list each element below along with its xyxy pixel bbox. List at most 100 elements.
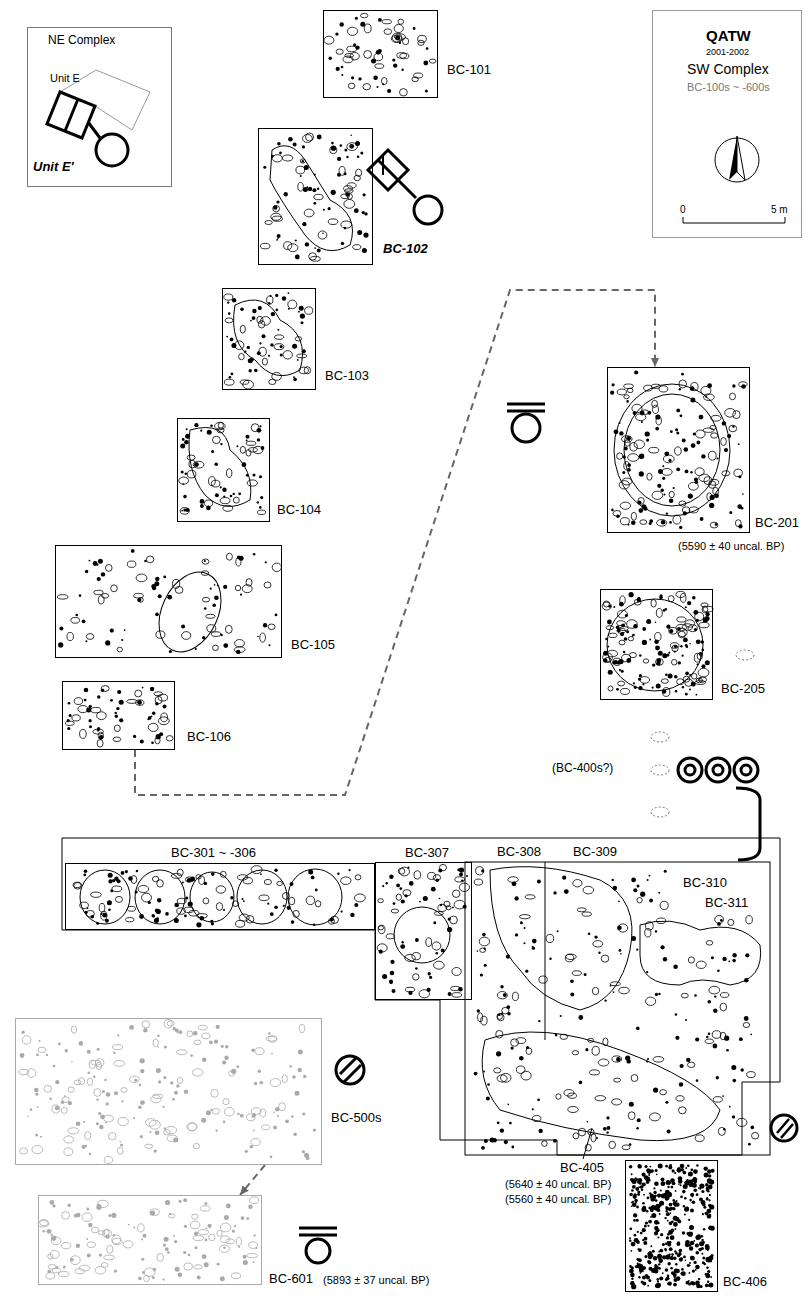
find-mark (649, 899, 653, 903)
stone-outline (426, 938, 432, 947)
find-mark (676, 467, 680, 471)
find-mark (241, 1216, 245, 1220)
find-mark (317, 248, 321, 252)
find-mark (227, 301, 229, 303)
find-mark (207, 430, 212, 435)
stone-outline (231, 1273, 240, 1279)
find-mark (700, 640, 704, 644)
find-mark (216, 1129, 218, 1131)
find-mark (678, 661, 681, 664)
find-mark (698, 1187, 700, 1189)
find-mark (277, 1115, 279, 1117)
stone-outline (87, 1242, 96, 1248)
find-mark (392, 58, 395, 61)
stone-outline (187, 1031, 193, 1037)
stone-outline (573, 1133, 579, 1139)
find-mark (669, 499, 674, 504)
find-mark (650, 1216, 652, 1218)
find-mark (223, 495, 225, 497)
stone-outline (628, 637, 633, 641)
find-mark (649, 522, 652, 525)
find-mark (93, 1076, 95, 1078)
find-mark (155, 1130, 160, 1135)
find-mark (664, 870, 667, 873)
find-mark (672, 1207, 675, 1210)
stone-outline (223, 505, 233, 511)
find-mark (680, 1257, 683, 1260)
stone-outline (592, 987, 598, 994)
stone-outline (57, 595, 68, 599)
find-mark (666, 1180, 671, 1185)
find-mark (695, 1265, 700, 1270)
find-mark (390, 971, 395, 976)
find-mark (230, 896, 233, 899)
find-mark (308, 870, 313, 875)
find-mark (452, 907, 454, 909)
find-mark (693, 1169, 698, 1174)
stone-outline (68, 1128, 79, 1134)
stone-outline (341, 877, 351, 885)
find-mark (684, 1214, 686, 1216)
stone-outline (207, 625, 216, 632)
find-mark (696, 1284, 700, 1288)
stone-outline (452, 968, 461, 976)
find-mark (652, 687, 654, 689)
stone-outline (224, 379, 234, 385)
find-mark (164, 1127, 166, 1129)
find-mark (98, 559, 103, 564)
find-mark (671, 1186, 674, 1189)
find-mark (655, 1199, 658, 1202)
find-mark (212, 603, 216, 607)
stone-outline (347, 27, 357, 35)
find-mark (685, 644, 688, 647)
find-mark (301, 321, 304, 324)
find-mark (654, 1194, 657, 1197)
find-mark (223, 1246, 226, 1249)
stone-outline (108, 1133, 116, 1140)
stone-outline (157, 1253, 164, 1261)
find-mark (238, 1246, 240, 1248)
pit-outline (288, 869, 342, 925)
stone-outline (67, 632, 73, 640)
find-mark (673, 1201, 677, 1205)
stone-outline (177, 898, 186, 903)
stone-outline (720, 993, 729, 998)
stone-outline (315, 901, 321, 907)
find-mark (244, 351, 246, 353)
find-mark (613, 606, 615, 608)
stone-outline (455, 877, 465, 882)
find-mark (701, 1253, 703, 1255)
stone-outline (94, 1089, 101, 1097)
find-mark (89, 1153, 91, 1155)
find-mark (37, 1106, 39, 1108)
find-mark (611, 509, 614, 512)
stone-outline (166, 736, 173, 741)
stone-outline (704, 394, 715, 401)
find-mark (666, 625, 670, 629)
find-mark (608, 670, 613, 675)
find-mark (358, 77, 361, 80)
find-mark (667, 1129, 671, 1133)
stone-outline (194, 1040, 201, 1045)
stone-outline (202, 559, 209, 564)
find-mark (108, 1214, 111, 1217)
stone-outline (52, 1105, 60, 1113)
stone-outline (185, 877, 193, 882)
stone-outline (233, 497, 239, 503)
find-mark (257, 428, 262, 433)
find-mark (688, 1219, 690, 1221)
find-mark (174, 918, 179, 923)
find-mark (401, 899, 405, 903)
find-mark (304, 1153, 309, 1158)
find-mark (477, 950, 479, 952)
stone-outline (61, 1107, 67, 1113)
find-mark (702, 1261, 705, 1264)
stone-outline (91, 892, 102, 897)
find-mark (669, 521, 672, 524)
find-mark (672, 1181, 676, 1185)
find-mark (549, 958, 551, 960)
find-mark (86, 1238, 88, 1240)
ring-symbol (678, 758, 702, 782)
stone-outline (265, 221, 272, 225)
find-mark (108, 909, 111, 912)
